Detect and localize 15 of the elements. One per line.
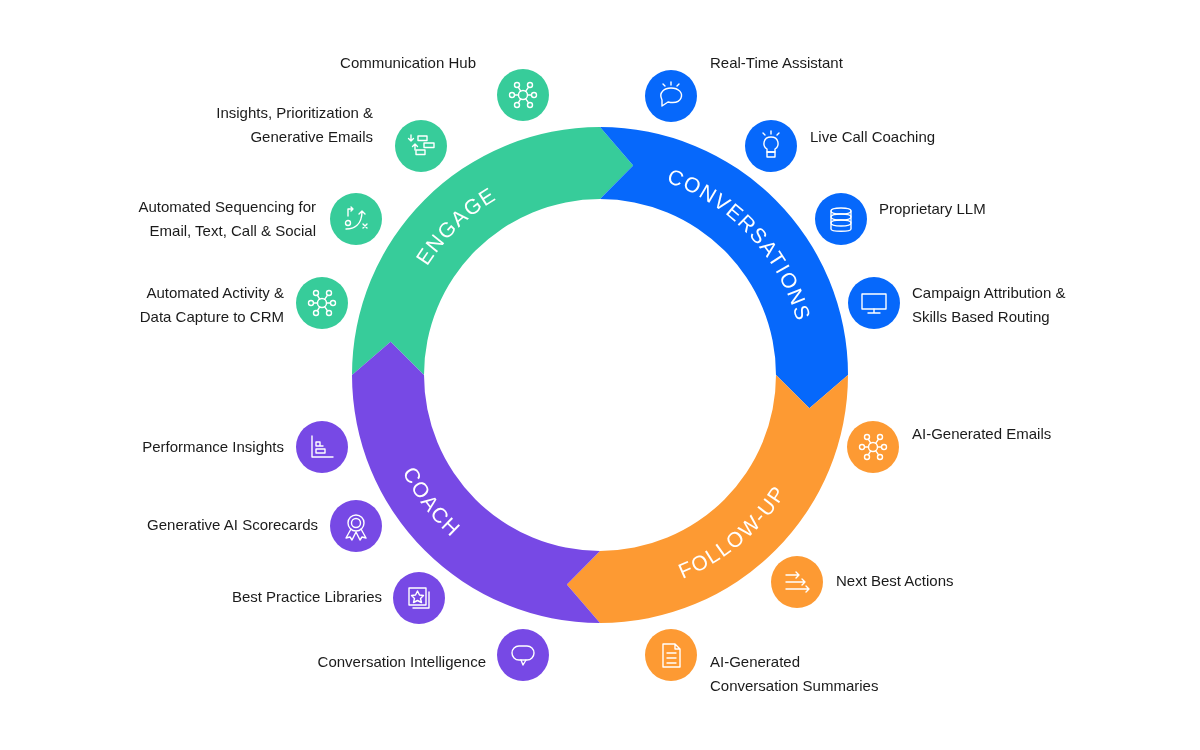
feature-label: Live Call Coaching bbox=[810, 127, 936, 147]
feature-label: Performance Insights bbox=[142, 437, 284, 457]
feature-label: Generative AI Scorecards bbox=[147, 515, 318, 535]
feature-label: Conversation Intelligence bbox=[317, 652, 486, 672]
feature-label: Automated Sequencing for Email, Text, Call & Social bbox=[137, 197, 316, 241]
feature-label: Automated Activity & Data Capture to CRM bbox=[138, 283, 284, 327]
feature-label: Proprietary LLM bbox=[879, 199, 986, 219]
feature-label: Campaign Attribution & Skills Based Routing bbox=[912, 283, 1067, 327]
feature-label: Real-Time Assistant bbox=[710, 53, 843, 73]
feature-label: Communication Hub bbox=[340, 53, 476, 73]
feature-label: Next Best Actions bbox=[836, 571, 954, 591]
feature-label: Best Practice Libraries bbox=[231, 587, 382, 607]
feature-label: AI-Generated Conversation Summaries bbox=[710, 652, 880, 696]
feature-label: AI-Generated Emails bbox=[912, 424, 1052, 444]
feature-label: Insights, Prioritization & Generative Emails bbox=[215, 103, 373, 147]
